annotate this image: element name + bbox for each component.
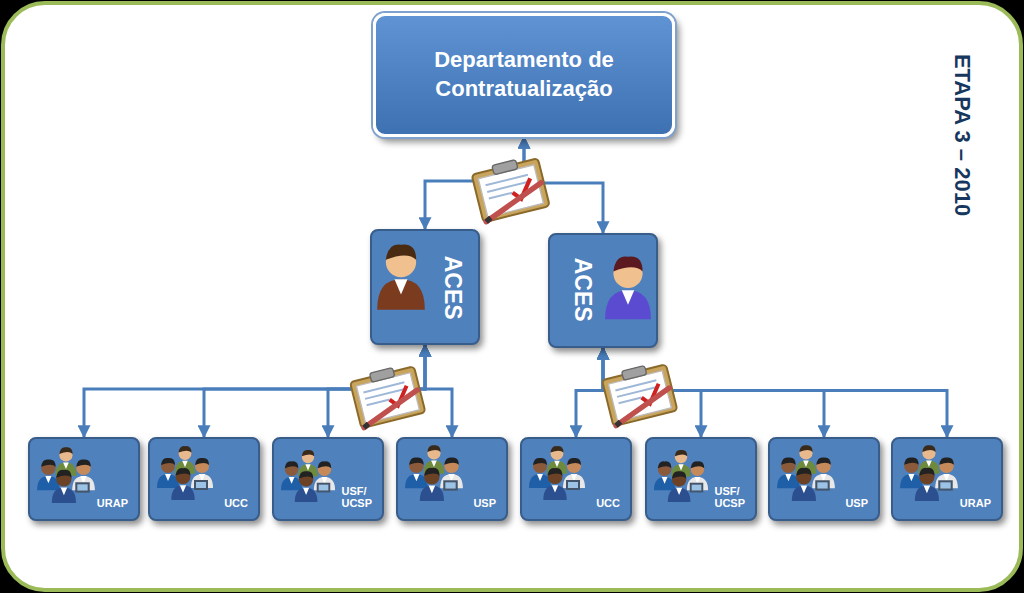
stage-label: ETAPA 3 – 2010 bbox=[949, 54, 975, 216]
unit-box: URAP bbox=[28, 437, 140, 521]
unit-box: UCC bbox=[520, 437, 632, 521]
aces-woman-icon bbox=[605, 257, 651, 320]
connector-arrow bbox=[576, 348, 603, 437]
box-label: USF/ UCSP bbox=[341, 485, 372, 510]
unit-box: UCC bbox=[148, 437, 260, 521]
box-title: Departamento de Contratualização bbox=[376, 46, 672, 103]
connector-arrow bbox=[425, 137, 524, 229]
connector-arrow bbox=[204, 345, 425, 437]
box-label: UCC bbox=[224, 497, 248, 510]
connector-arrow bbox=[84, 345, 425, 437]
connector-arrow bbox=[603, 348, 824, 437]
aces-man-icon bbox=[377, 244, 425, 309]
box-label: USP bbox=[473, 497, 496, 510]
box-label: URAP bbox=[97, 497, 128, 510]
connector-arrow bbox=[603, 348, 701, 437]
box-label: USF/ UCSP bbox=[714, 485, 745, 510]
box-label: USP bbox=[845, 497, 868, 510]
rounded-frame bbox=[3, 3, 1021, 590]
unit-box: URAP bbox=[891, 437, 1003, 521]
unit-box: USF/ UCSP bbox=[645, 437, 757, 521]
unit-box: USP bbox=[768, 437, 880, 521]
connector-arrow bbox=[524, 137, 603, 233]
aces-box: ACES bbox=[370, 229, 480, 345]
box-label: URAP bbox=[960, 497, 991, 510]
unit-box: USP bbox=[396, 437, 508, 521]
box-label: UCC bbox=[596, 497, 620, 510]
aces-box: ACES bbox=[548, 233, 658, 348]
box-label: ACES bbox=[569, 257, 594, 321]
department-box: Departamento de Contratualização bbox=[373, 13, 675, 137]
connector-arrow bbox=[328, 345, 425, 437]
connector-arrow bbox=[425, 345, 452, 437]
connector-arrow bbox=[603, 348, 947, 437]
box-label: ACES bbox=[439, 255, 464, 319]
team-icons bbox=[37, 445, 958, 503]
unit-box: USF/ UCSP bbox=[272, 437, 384, 521]
clipboard-icons bbox=[349, 154, 677, 428]
